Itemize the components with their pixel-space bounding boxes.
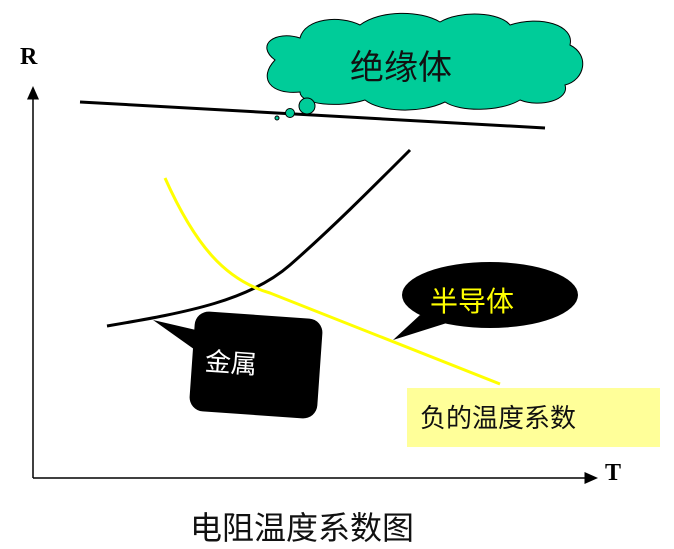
semiconductor-bubble <box>393 262 578 340</box>
note-box <box>407 388 660 447</box>
y-axis-label: R <box>20 44 38 70</box>
semiconductor-label: 半导体 <box>430 285 515 318</box>
negative-coefficient-label: 负的温度系数 <box>420 404 577 434</box>
metal-bubble <box>153 311 323 419</box>
insulator-curve <box>79 100 546 130</box>
diagram-caption: 电阻温度系数图 <box>190 509 415 547</box>
insulator-label: 绝缘体 <box>350 48 452 88</box>
insulator-cloud <box>266 12 584 121</box>
semiconductor-curve <box>163 177 501 386</box>
metal-label: 金属 <box>203 347 258 381</box>
metal-curve <box>106 148 412 328</box>
x-axis-label: T <box>605 460 622 486</box>
